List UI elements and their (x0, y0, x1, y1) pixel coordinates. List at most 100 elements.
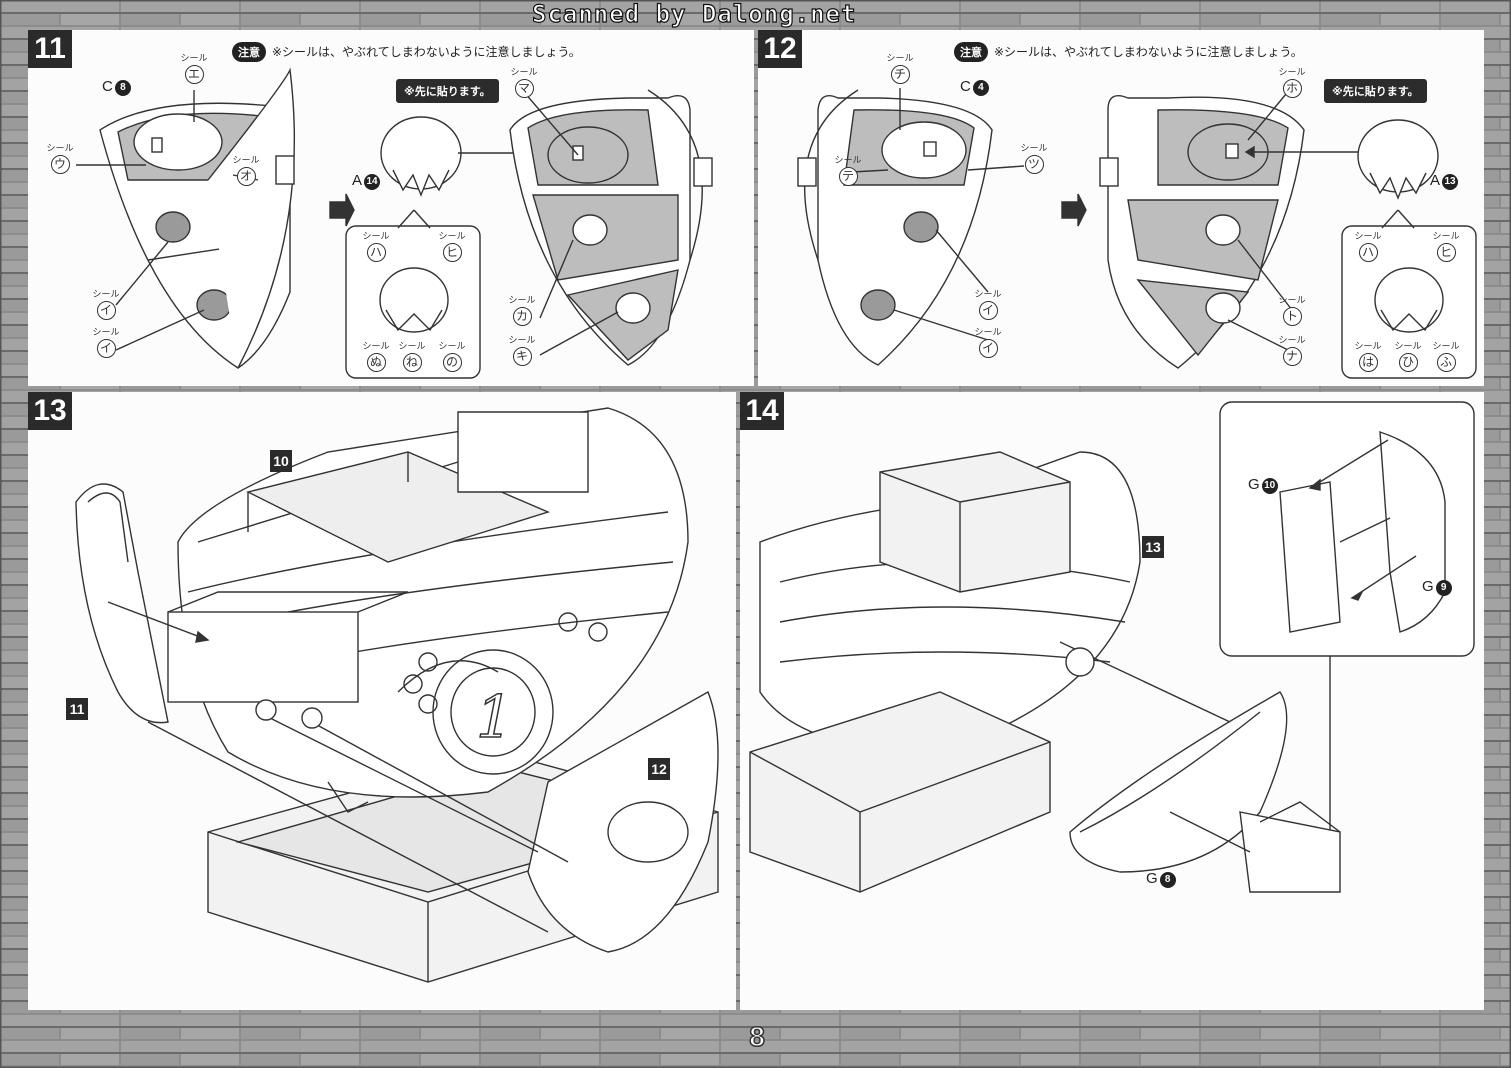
seal-hi: シールヒ (1428, 232, 1464, 262)
page-number: 8 (748, 1020, 765, 1053)
step-11-panel: 11 注意 ※シールは、やぶれてしまわないように注意しましょう。 ※先に貼ります。… (28, 30, 754, 386)
scan-credit: Scanned by Dalong.net (531, 0, 857, 29)
seal-caption: シール (232, 156, 260, 166)
seal-hi-hiragana: シールひ (1390, 342, 1426, 372)
seal-key: ハ (366, 243, 386, 262)
seal-caption: シール (1020, 144, 1048, 154)
step-13-panel: 1 13 (28, 392, 736, 1010)
part-number: 8 (114, 80, 131, 96)
seal-caption: シール (92, 328, 120, 338)
seal-chi: シールチ (882, 54, 918, 84)
caution-tag: 注意 (232, 42, 266, 62)
seal-i-2: シールイ (88, 328, 124, 358)
seal-i-2: シールイ (970, 328, 1006, 358)
seal-caption: シール (438, 232, 466, 242)
step-13-number: 13 (28, 392, 72, 430)
seal-caption: シール (510, 68, 538, 78)
caution-tag: 注意 (954, 42, 988, 62)
step-12-panel: 12 注意※シールは、やぶれてしまわないように注意しましょう。 ※先に貼ります。… (758, 30, 1484, 386)
seal-caption: シール (1432, 232, 1460, 242)
seal-i-1: シールイ (88, 290, 124, 320)
seal-caption: シール (974, 328, 1002, 338)
part-number: 4 (972, 80, 989, 96)
seal-caption: シール (362, 342, 390, 352)
seal-caption: シール (1432, 342, 1460, 352)
seal-key: ツ (1024, 155, 1044, 174)
seal-tsu: シールツ (1016, 144, 1052, 174)
step-12-number: 12 (758, 30, 802, 68)
ref-part-12: 12 (648, 758, 670, 780)
seal-key: ヒ (1436, 243, 1456, 262)
seal-ki: シールキ (504, 336, 540, 366)
seal-ha: シールハ (1350, 232, 1386, 262)
seal-caption: シール (1354, 232, 1382, 242)
seal-key: ハ (1358, 243, 1378, 262)
seal-ha-hiragana: シールは (1350, 342, 1386, 372)
seal-key: オ (236, 167, 256, 186)
seal-caption: シール (438, 342, 466, 352)
seal-nu: シールぬ (358, 342, 394, 372)
seal-caption: シール (834, 156, 862, 166)
part-number: 9 (1435, 580, 1452, 596)
seal-caption: シール (362, 232, 390, 242)
ship-figurehead-number: 1 (476, 683, 513, 751)
seal-key: イ (978, 339, 998, 358)
seal-ne: シールね (394, 342, 430, 372)
seal-key: は (1358, 353, 1378, 372)
seal-key: キ (512, 347, 532, 366)
seal-i-1: シールイ (970, 290, 1006, 320)
seal-na: シールナ (1274, 336, 1310, 366)
seal-key: ナ (1282, 347, 1302, 366)
ref-part-13: 13 (1142, 536, 1164, 558)
seal-caption: シール (974, 290, 1002, 300)
seal-no: シールの (434, 342, 470, 372)
seal-key: イ (96, 339, 116, 358)
part-letter: C (102, 78, 113, 95)
step-11-illustration (76, 67, 713, 379)
seal-u: シールウ (42, 144, 78, 174)
seal-ma: シールマ (506, 68, 542, 98)
seal-fu: シールふ (1428, 342, 1464, 372)
seal-ka: シールカ (504, 296, 540, 326)
part-number: 8 (1159, 872, 1176, 888)
ref-part-10: 10 (270, 450, 292, 472)
seal-caption: シール (46, 144, 74, 154)
seal-key: イ (96, 301, 116, 320)
seal-caption: シール (398, 342, 426, 352)
seal-key: ね (402, 353, 422, 372)
step-11-number: 11 (28, 30, 72, 68)
caution-text: ※シールは、やぶれてしまわないように注意しましょう。 (272, 45, 581, 59)
step-11-first-note: ※先に貼ります。 (396, 79, 499, 103)
part-number: 13 (1442, 174, 1459, 190)
seal-caption: シール (1354, 342, 1382, 352)
step-14-number: 14 (740, 392, 784, 430)
seal-key: テ (838, 167, 858, 186)
seal-to: シールト (1274, 296, 1310, 326)
seal-caption: シール (1278, 296, 1306, 306)
seal-caption: シール (886, 54, 914, 64)
part-letter: C (960, 78, 971, 95)
seal-caption: シール (180, 54, 208, 64)
ref-part-11: 11 (66, 698, 88, 720)
part-letter: A (352, 172, 363, 189)
seal-caption: シール (1394, 342, 1422, 352)
seal-key: ヒ (442, 243, 462, 262)
seal-hi: シールヒ (434, 232, 470, 262)
part-letter: G (1248, 476, 1260, 493)
step-12-caution: 注意※シールは、やぶれてしまわないように注意しましょう。 (954, 42, 1303, 62)
seal-key: の (442, 353, 462, 372)
part-letter: G (1422, 578, 1434, 595)
seal-caption: シール (1278, 336, 1306, 346)
seal-ha: シールハ (358, 232, 394, 262)
step-13-ship-illustration: 1 (75, 407, 719, 983)
seal-key: カ (512, 307, 532, 326)
